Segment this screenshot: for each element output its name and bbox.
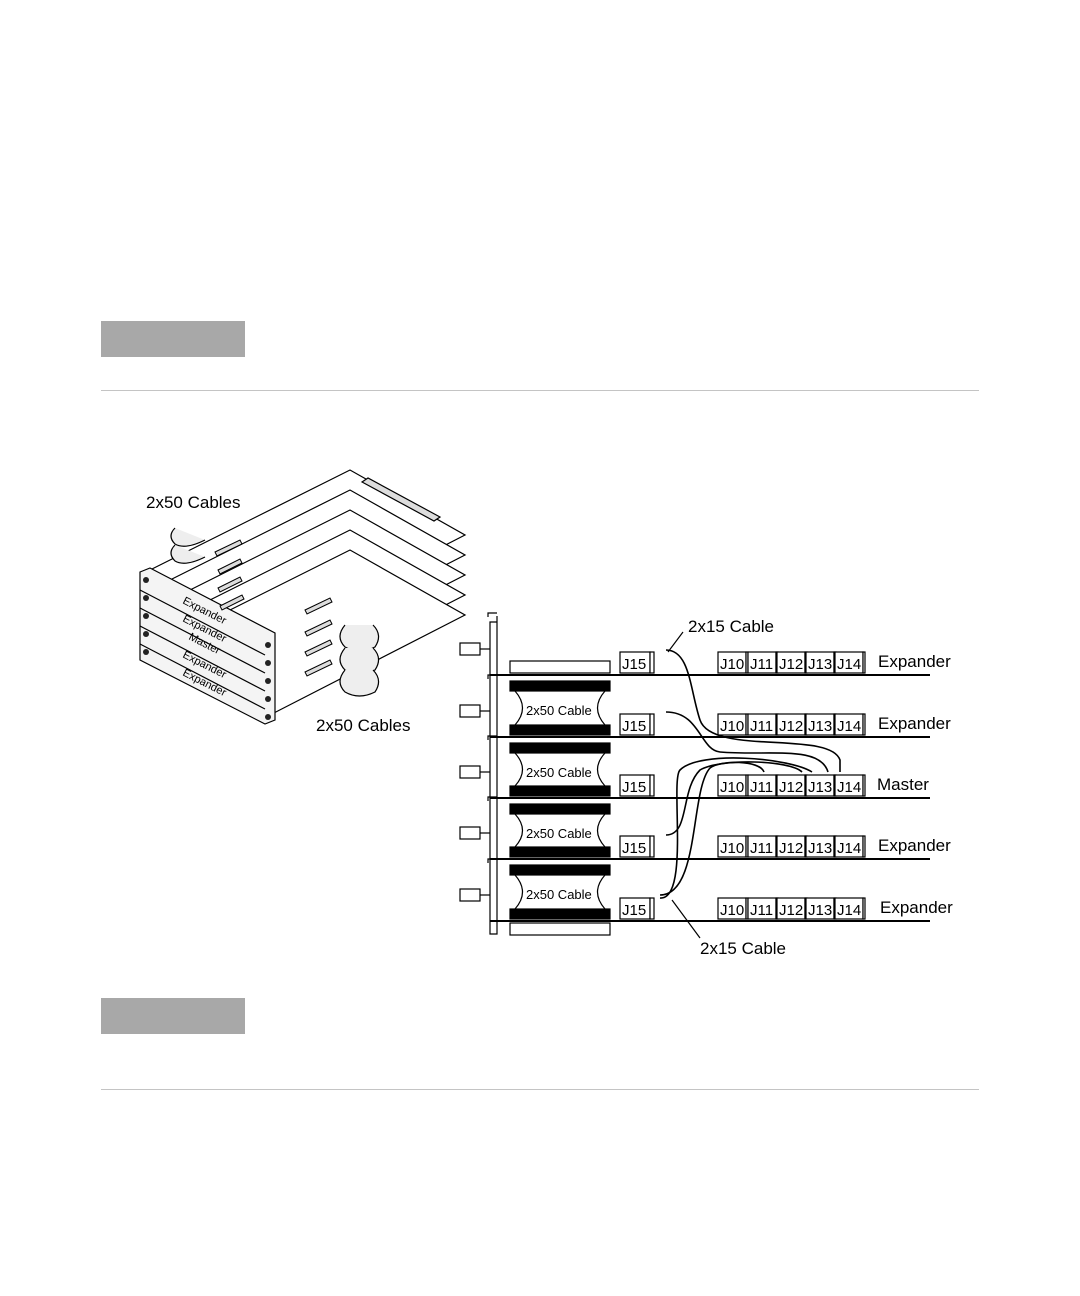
cable-leader-line xyxy=(668,632,683,652)
2x50-connector xyxy=(510,725,610,735)
connector-label-j12: J12 xyxy=(779,840,803,857)
connector-label-j14: J14 xyxy=(837,840,861,857)
cable-leader-line xyxy=(672,900,700,938)
connector-label-j11: J11 xyxy=(750,718,773,735)
connector-label-j15: J15 xyxy=(622,718,646,735)
connector-label-j13: J13 xyxy=(808,779,832,796)
connector-label-j15: J15 xyxy=(622,840,646,857)
top-2x15-cable-label: 2x15 Cable xyxy=(688,617,774,636)
2x50-cable-label: 2x50 Cable xyxy=(526,703,592,718)
connector-label-j12: J12 xyxy=(779,779,803,796)
connector-label-j11: J11 xyxy=(750,840,773,857)
connector-label-j10: J10 xyxy=(720,718,744,735)
connector-label-j12: J12 xyxy=(779,902,803,919)
2x50-connector xyxy=(510,786,610,796)
panel-handle xyxy=(460,889,480,901)
2x50-cable-curve xyxy=(598,753,606,786)
connector-box-tail xyxy=(863,652,865,673)
panel-handle xyxy=(460,766,480,778)
2x50-cable-curve xyxy=(515,814,523,847)
2x50-connector xyxy=(510,865,610,875)
panel-handle xyxy=(460,827,480,839)
connector-box-tail xyxy=(863,898,865,919)
2x50-cable-curve xyxy=(515,875,523,909)
connector-label-j10: J10 xyxy=(720,779,744,796)
connector-label-j14: J14 xyxy=(837,656,861,673)
connector-label-j13: J13 xyxy=(808,656,832,673)
connector-label-j11: J11 xyxy=(750,779,773,796)
2x50-connector xyxy=(510,743,610,753)
connector-label-j12: J12 xyxy=(779,718,803,735)
2x50-connector xyxy=(510,681,610,691)
left-cables-label: 2x50 Cables xyxy=(146,493,241,512)
2x50-cable-label: 2x50 Cable xyxy=(526,887,592,902)
board-label-master: Master xyxy=(877,775,929,794)
connector-label-j13: J13 xyxy=(808,718,832,735)
section-rule-2 xyxy=(101,1089,979,1090)
connector-label-j10: J10 xyxy=(720,902,744,919)
2x50-cable-label: 2x50 Cable xyxy=(526,765,592,780)
connector-label-j15: J15 xyxy=(622,656,646,673)
connector-label-j15: J15 xyxy=(622,902,646,919)
2x50-cable-label: 2x50 Cable xyxy=(526,826,592,841)
connector-label-j14: J14 xyxy=(837,902,861,919)
section-header-tab-1 xyxy=(101,321,245,357)
section-header-tab-2 xyxy=(101,998,245,1034)
panel-handle xyxy=(460,643,480,655)
connector-label-j14: J14 xyxy=(837,779,861,796)
connector-box-tail xyxy=(650,652,654,673)
board-label-expander: Expander xyxy=(878,714,951,733)
connector-box-tail xyxy=(863,775,865,796)
connector-label-j11: J11 xyxy=(750,902,773,919)
2x50-cable-curve xyxy=(515,753,523,786)
panel-handle xyxy=(460,705,480,717)
top-connector-shell xyxy=(510,661,610,673)
section-rule-1 xyxy=(101,390,979,391)
connector-box-tail xyxy=(650,898,654,919)
chassis-spine xyxy=(490,616,497,934)
connector-label-j12: J12 xyxy=(779,656,803,673)
connector-label-j13: J13 xyxy=(808,840,832,857)
connector-label-j10: J10 xyxy=(720,840,744,857)
2x50-cable-curve xyxy=(598,814,606,847)
connector-label-j10: J10 xyxy=(720,656,744,673)
2x50-cable-curve xyxy=(515,691,523,725)
ribbon-cable-left xyxy=(171,528,205,546)
2x50-cable-curve xyxy=(598,691,606,725)
ribbon-cable-right xyxy=(340,625,379,651)
connector-label-j14: J14 xyxy=(837,718,861,735)
cabling-diagram: Expander Expander Master Expander Expand… xyxy=(0,440,1080,980)
panel-bracket xyxy=(488,613,497,617)
2x50-connector xyxy=(510,804,610,814)
2x50-connector xyxy=(510,909,610,919)
panel-bracket xyxy=(488,675,497,679)
panel-bracket xyxy=(488,859,497,863)
2x50-connector xyxy=(510,847,610,857)
board-label-expander: Expander xyxy=(880,898,953,917)
2x50-cable-curve xyxy=(598,875,606,909)
connector-label-j11: J11 xyxy=(750,656,773,673)
connector-label-j13: J13 xyxy=(808,902,832,919)
connector-box-tail xyxy=(650,775,654,796)
bottom-2x15-cable-label: 2x15 Cable xyxy=(700,939,786,958)
connector-box-tail xyxy=(650,714,654,735)
board-label-expander: Expander xyxy=(878,836,951,855)
connector-box-tail xyxy=(863,714,865,735)
connector-box-tail xyxy=(650,836,654,857)
connector-label-j15: J15 xyxy=(622,779,646,796)
bottom-connector-shell xyxy=(510,923,610,935)
board-label-expander: Expander xyxy=(878,652,951,671)
bottom-cables-label: 2x50 Cables xyxy=(316,716,411,735)
connector-box-tail xyxy=(863,836,865,857)
